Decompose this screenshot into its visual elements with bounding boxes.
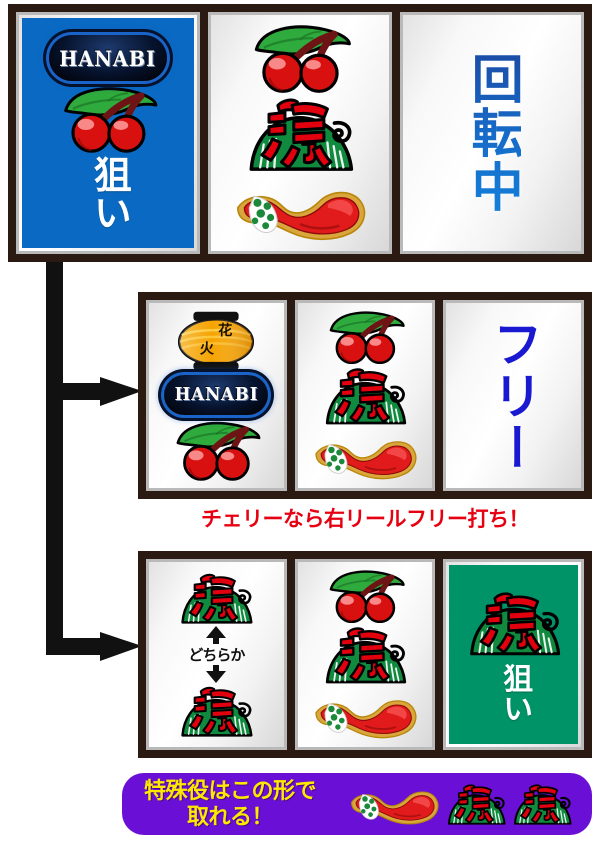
geta-icon bbox=[225, 175, 375, 245]
suzu-icon bbox=[510, 781, 574, 827]
suzu-icon bbox=[313, 623, 417, 686]
reel-mid-left[interactable]: HANABI bbox=[146, 300, 287, 491]
cherry-icon bbox=[52, 83, 164, 153]
reel-top-center[interactable] bbox=[208, 12, 392, 254]
suzu-icon bbox=[444, 781, 508, 827]
reel-mid-right-status: フリー bbox=[485, 317, 542, 474]
reel-top-right-status: 回転中 bbox=[463, 52, 522, 214]
reel-bot-right[interactable]: 狙い bbox=[443, 559, 585, 750]
cherry-icon bbox=[313, 567, 417, 623]
geta-icon bbox=[300, 428, 430, 483]
reel-top-right[interactable]: 回転中 bbox=[400, 12, 584, 254]
geta-icon bbox=[300, 687, 430, 742]
reel-top-left[interactable]: HANABI 狙い bbox=[16, 12, 200, 254]
hanabi-logo-text: HANABI bbox=[174, 384, 259, 406]
hanabi-logo-icon: HANABI bbox=[164, 374, 269, 415]
middle-caption: チェリーなら右リールフリー打ち！ bbox=[201, 508, 530, 531]
suzu-icon bbox=[464, 587, 564, 659]
cherry-icon bbox=[238, 21, 362, 93]
hanabi-logo-text: HANABI bbox=[59, 45, 157, 71]
banner-symbols bbox=[346, 780, 574, 828]
banner-text: 特殊役はこの形で 取れる！ bbox=[144, 778, 317, 830]
arrow-down-icon bbox=[206, 665, 227, 683]
arrow-up-icon bbox=[206, 626, 227, 644]
suzu-icon bbox=[164, 570, 268, 626]
lantern-icon bbox=[170, 310, 262, 372]
suzu-icon bbox=[313, 364, 417, 427]
bottom-banner: 特殊役はこの形で 取れる！ bbox=[122, 773, 592, 835]
reel-top-left-label: 狙い bbox=[87, 155, 130, 231]
geta-icon bbox=[346, 780, 442, 828]
instruction-panel-blue: HANABI 狙い bbox=[22, 18, 194, 248]
reel-mid-center[interactable] bbox=[294, 300, 436, 491]
suzu-icon bbox=[164, 683, 268, 739]
banner-line-1: 特殊役はこの形で bbox=[144, 778, 317, 804]
either-of-label: どちらか bbox=[188, 647, 245, 664]
hanabi-logo-icon: HANABI bbox=[49, 35, 167, 81]
reel-bot-right-label: 狙い bbox=[498, 662, 532, 723]
reel-panel-middle: HANABI フリー bbox=[138, 292, 592, 499]
reel-panel-bottom: どちらか 狙い bbox=[138, 551, 592, 758]
reel-panel-top: HANABI 狙い 回転中 bbox=[8, 4, 592, 262]
reel-mid-right[interactable]: フリー bbox=[443, 300, 585, 491]
reel-bot-center[interactable] bbox=[294, 559, 436, 750]
reel-bot-left[interactable]: どちらか bbox=[146, 559, 287, 750]
instruction-panel-green: 狙い bbox=[449, 565, 579, 744]
banner-line-2: 取れる！ bbox=[187, 804, 274, 829]
suzu-icon bbox=[238, 93, 362, 174]
cherry-icon bbox=[313, 308, 417, 364]
cherry-icon bbox=[166, 418, 266, 481]
flow-connector bbox=[46, 255, 142, 661]
